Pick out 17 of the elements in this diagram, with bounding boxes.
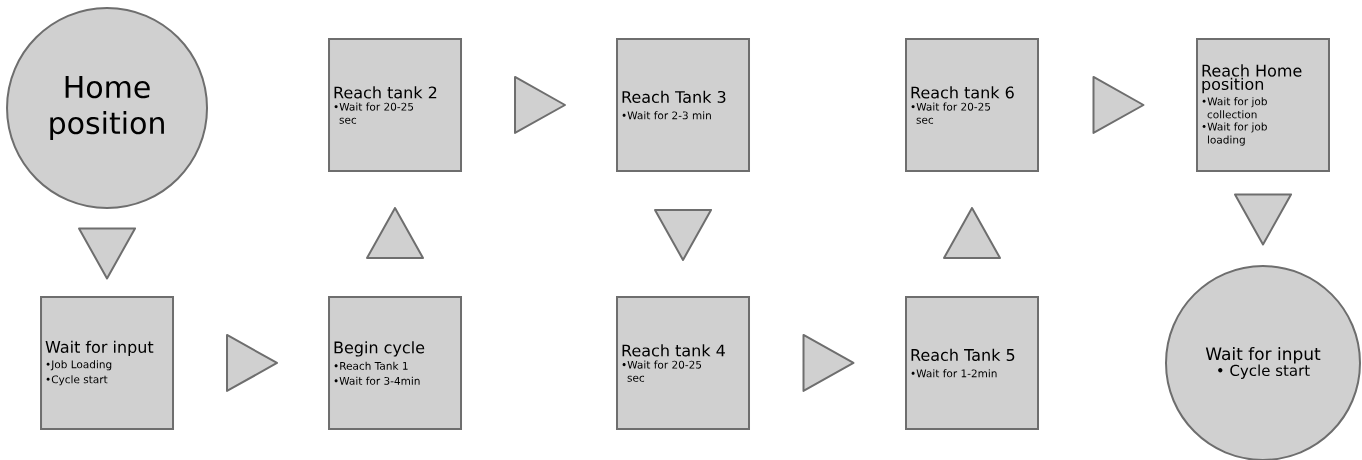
process-box: Reach Home position •Wait for job collection •Wait for job loading bbox=[1196, 38, 1330, 172]
process-box: Wait for input •Job Loading •Cycle start bbox=[40, 296, 174, 430]
arrow-triangle bbox=[654, 209, 712, 261]
arrow-triangle bbox=[802, 334, 855, 392]
process-box: Reach Tank 3 •Wait for 2-3 min bbox=[616, 38, 750, 172]
arrow-triangle bbox=[78, 227, 136, 280]
process-box: Reach tank 2 •Wait for 20-25 sec bbox=[328, 38, 462, 172]
arrow-triangle bbox=[366, 207, 424, 259]
arrow-triangle bbox=[1092, 76, 1145, 134]
process-box: Reach tank 6 •Wait for 20-25 sec bbox=[905, 38, 1039, 172]
arrow-triangle bbox=[226, 334, 278, 392]
arrow-triangle bbox=[1234, 193, 1292, 246]
process-box: Reach Tank 5 •Wait for 1-2min bbox=[905, 296, 1039, 430]
arrow-triangle bbox=[514, 76, 566, 134]
process-box: Reach tank 4 •Wait for 20-25 sec bbox=[616, 296, 750, 430]
arrow-triangle bbox=[943, 207, 1001, 259]
process-box: Begin cycle •Reach Tank 1 •Wait for 3-4min bbox=[328, 296, 462, 430]
